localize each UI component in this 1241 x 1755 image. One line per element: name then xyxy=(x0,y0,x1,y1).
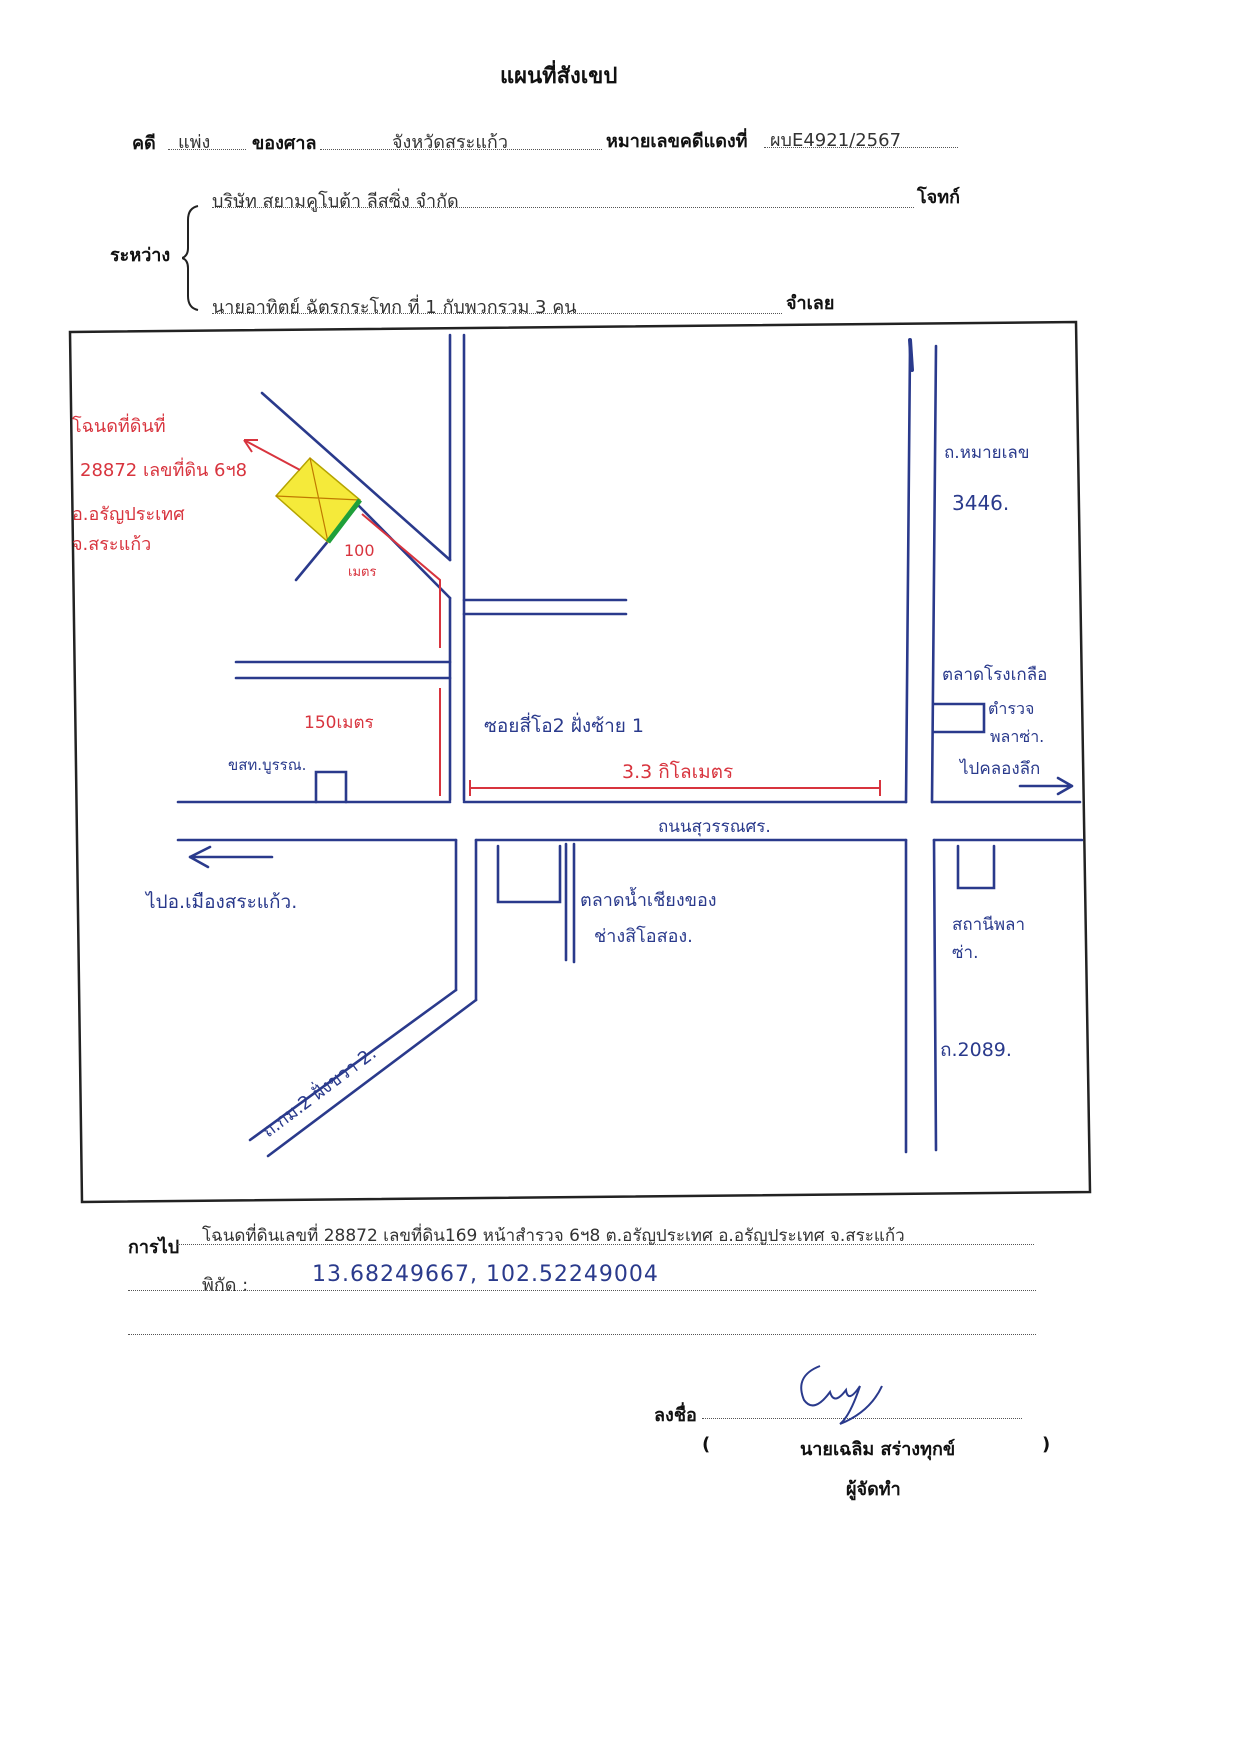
court-line xyxy=(320,149,602,150)
signer-role: ผู้จัดทำ xyxy=(846,1479,901,1500)
building-police xyxy=(932,702,986,734)
road-right-tick xyxy=(908,338,914,372)
road-diag-upper xyxy=(260,391,452,562)
between-label: ระหว่าง xyxy=(110,245,171,266)
road-sw-diag2 xyxy=(266,998,478,1158)
coord-label: พิกัด : xyxy=(202,1275,249,1296)
defendant-line xyxy=(212,313,782,314)
plaintiff-name: บริษัท สยามคูโบต้า ลีสซิ่ง จำกัด xyxy=(212,191,459,212)
road-diag-lower xyxy=(356,503,452,600)
road-km2-label: ถ.กม.2 ฝั่งขวา 2. xyxy=(257,1040,381,1142)
dist-3-3-label: 3.3 กิโลเมตร xyxy=(622,760,733,783)
signer-name: นายเฉลิม สร่างทุกข์ xyxy=(800,1439,956,1460)
sign-label: ลงชื่อ xyxy=(654,1405,697,1426)
defendant-name: นายอาทิตย์ ฉัตรกระโทก ที่ 1 กับพวกรวม 3 … xyxy=(212,297,577,318)
court-name: จังหวัดสระแก้ว xyxy=(392,132,508,153)
road-3446-no: 3446. xyxy=(952,491,1009,515)
red-arrow-note xyxy=(243,439,301,471)
case-no-line xyxy=(764,147,958,148)
parcel-cross xyxy=(275,457,361,543)
plaza-line1: สถานีพลา xyxy=(952,915,1025,935)
building-market xyxy=(496,844,562,904)
building-plaza xyxy=(956,844,996,890)
parcel-note-line3: อ.อรัญประเทศ xyxy=(72,504,185,525)
defendant-role: จำเลย xyxy=(786,293,835,314)
document-title: แผนที่สังเขป xyxy=(500,64,618,89)
case-label: คดี xyxy=(132,133,156,154)
dist-150-label: 150เมตร xyxy=(304,713,374,733)
market-label: ตลาดน้ำเชียงของ xyxy=(580,887,717,911)
map-texts: ซอยสี่โอ2 ฝั่งซ้าย 1 ขสท.บูรรณ. ถนนสุวรร… xyxy=(144,443,1047,1142)
coordinates: 13.68249667, 102.52249004 xyxy=(312,1262,659,1287)
sign-line xyxy=(702,1418,1022,1419)
case-no-label: หมายเลขคดีแดงที่ xyxy=(606,131,748,152)
coord-line xyxy=(128,1290,1036,1291)
brace-top xyxy=(178,204,200,312)
arrow-left-to-sakaeo xyxy=(188,845,274,869)
arrow-right-to-border xyxy=(1018,776,1074,796)
dist-100-label: 100 xyxy=(344,541,375,560)
red-dist-3-3 xyxy=(469,780,881,796)
road-right-v2 xyxy=(930,344,938,804)
parcel-edge xyxy=(326,498,362,544)
case-type-line xyxy=(168,149,246,150)
open-paren: ( xyxy=(702,1434,711,1455)
signature xyxy=(800,1365,883,1425)
case-type: แพ่ง xyxy=(178,132,211,153)
road-main-label: ถนนสุวรรณศร. xyxy=(658,817,771,837)
dist-100-unit: เมตร xyxy=(348,565,376,580)
school-label: ตลาดโรงเกลือ xyxy=(942,664,1047,685)
police-line1: ตำรวจ xyxy=(988,699,1034,718)
plaintiff-role: โจทก์ xyxy=(917,187,960,208)
road-right-v4 xyxy=(932,838,938,1152)
road-2089-label: ถ.2089. xyxy=(940,1039,1012,1061)
plaza-line2: ซ่า. xyxy=(952,943,979,963)
soi-label: ซอยสี่โอ2 ฝั่งซ้าย 1 xyxy=(484,712,644,737)
shop-label: ขสท.บูรรณ. xyxy=(228,756,306,774)
goto-label: การไป xyxy=(128,1237,180,1258)
road-right-v1 xyxy=(904,346,912,804)
goto-line xyxy=(176,1244,1034,1245)
plaintiff-line xyxy=(212,207,914,208)
roads xyxy=(176,333,1084,1158)
road-sw-diag1 xyxy=(248,988,458,1142)
to-sakaeo-label: ไปอ.เมืองสระแก้ว. xyxy=(144,891,297,913)
to-border-label: ไปคลองลึก xyxy=(958,758,1040,779)
red-marks xyxy=(243,439,881,796)
goto-text: โฉนดที่ดินเลขที่ 28872 เลขที่ดิน169 หน้า… xyxy=(202,1226,905,1246)
parcel-note-line2: 28872 เลขที่ดิน 6ฯ8 xyxy=(80,457,247,481)
building-shop xyxy=(314,770,348,804)
market-sub-label: ช่างสิโอสอง. xyxy=(594,925,693,947)
road-3446-label: ถ.หมายเลข xyxy=(944,443,1029,463)
close-paren: ) xyxy=(1042,1434,1051,1455)
police-line2: พลาซ่า. xyxy=(990,727,1044,746)
map-frame xyxy=(68,320,1092,1204)
red-dist-100 xyxy=(361,513,441,648)
parcel-note-line1: โฉนดที่ดินที่ xyxy=(72,413,166,437)
parcel-note-line4: จ.สระแก้ว xyxy=(72,534,151,555)
blank-line xyxy=(128,1334,1036,1335)
court-label: ของศาล xyxy=(252,133,317,154)
case-no: ผบE4921/2567 xyxy=(770,130,902,151)
brace-svg xyxy=(178,205,199,311)
